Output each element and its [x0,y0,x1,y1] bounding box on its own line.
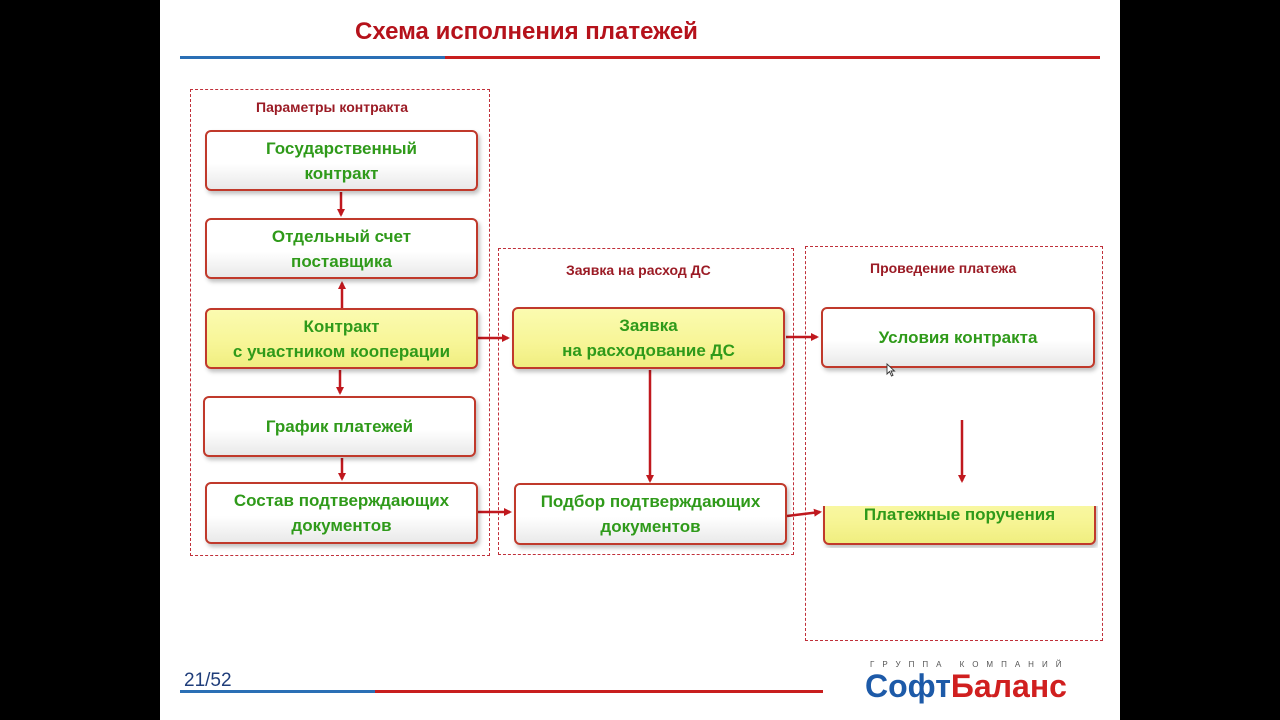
title-underline-red [445,56,1100,59]
box-confirming-docs: Состав подтверждающих документов [205,482,478,544]
slide: Схема исполнения платежей Параметры конт… [160,0,1120,720]
box-state-contract: Государственный контракт [205,130,478,191]
box-select-docs: Подбор подтверждающих документов [514,483,787,545]
footer-line-blue [180,690,375,693]
page-number: 21/52 [184,670,232,691]
box-contract-terms: Условия контракта [821,307,1095,368]
group-label-expense-request: Заявка на расход ДС [566,262,711,278]
group-payment-execution [805,246,1103,641]
connector-arrows [336,192,966,518]
logo-part-soft: Софт [865,668,951,704]
box-confirming-docs-label: Состав подтверждающих документов [233,491,450,535]
softbalance-logo: СофтБаланс [865,668,1067,705]
box-contract-terms-label: Условия контракта [878,328,1038,347]
box-payment-schedule-label: График платежей [265,417,414,436]
box-cooperation-contract-label: Контракт с участником кооперации [232,316,451,361]
box-payment-orders-label: Платежные поручения [863,506,1056,524]
box-separate-account-label: Отдельный счет поставщика [271,226,412,271]
logo-part-balance: Баланс [950,668,1067,704]
box-spending-request: Заявка на расходование ДС [512,307,785,369]
group-expense-request [498,248,794,555]
arrow-select-to-orders [786,508,822,518]
box-cooperation-contract: Контракт с участником кооперации [205,308,478,369]
group-label-payment-execution: Проведение платежа [870,260,1017,276]
logo-tagline: ГРУППА КОМПАНИЙ [870,660,1070,669]
box-separate-account: Отдельный счет поставщика [205,218,478,279]
box-payment-schedule: График платежей [203,396,476,457]
footer-line-red [375,690,823,693]
group-label-contract-params: Параметры контракта [256,99,409,115]
mouse-cursor-icon [886,363,896,377]
box-select-docs-label: Подбор подтверждающих документов [540,492,761,536]
box-payment-orders: Платежные поручения [823,506,1096,545]
group-contract-params [190,89,490,556]
slide-title: Схема исполнения платежей [355,18,698,45]
box-state-contract-label: Государственный контракт [265,138,418,183]
box-payment-orders-reveal: Платежные поручения [820,506,1098,548]
box-spending-request-label: Заявка на расходование ДС [562,316,735,360]
title-underline-blue [180,56,445,59]
